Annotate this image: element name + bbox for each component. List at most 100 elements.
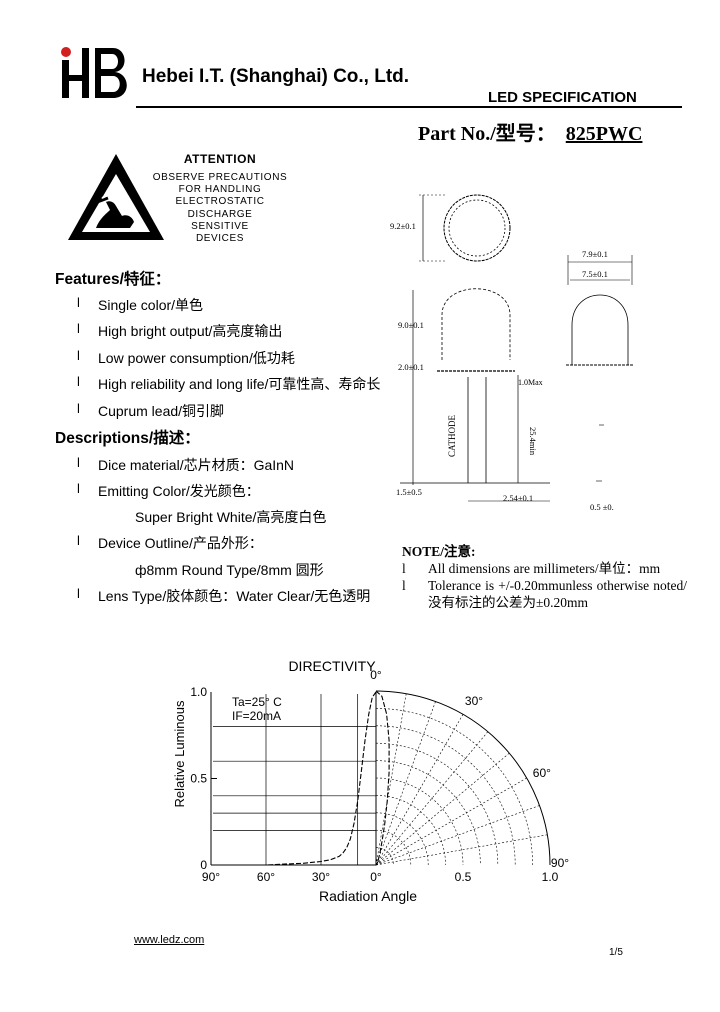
dim-lead-square: 0.5 ±0. xyxy=(590,502,614,512)
directivity-chart: DIRECTIVITY Relative Luminous Radiation … xyxy=(172,658,569,904)
dim-body-height: 9.0±0.1 xyxy=(398,320,424,330)
polar-spoke xyxy=(375,714,464,866)
x-tick-label: 1.0 xyxy=(542,870,559,884)
outline-drawing: 9.2±0.1 9.0±0.1 2.0±0.1 25.4min CATHODE … xyxy=(390,194,634,512)
esd-line: DISCHARGE xyxy=(187,208,253,220)
polar-angle-label: 60° xyxy=(533,766,551,780)
features-heading: Features/特征： xyxy=(55,271,171,288)
esd-line: OBSERVE PRECAUTIONS xyxy=(152,172,288,183)
bullet-mark: l xyxy=(77,348,80,363)
polar-angle-label: 0° xyxy=(370,668,382,682)
footer-url[interactable]: www.ledz.com xyxy=(134,934,205,946)
part-no-value: 825PWC xyxy=(565,123,643,145)
polar-spoke xyxy=(375,701,436,866)
feature-text: Low power consumption/低功耗 xyxy=(98,350,295,366)
x-tick-label: 90° xyxy=(202,870,220,884)
esd-line: DEVICES xyxy=(195,233,245,245)
chart-curves xyxy=(211,690,390,866)
bullet-mark: l xyxy=(77,533,80,548)
polar-angle-label: 30° xyxy=(465,694,483,708)
x-tick-label: 0° xyxy=(370,870,382,884)
part-number: Part No./型号： 825PWC xyxy=(418,117,642,146)
device-outline-value: ф8mm Round Type/8mm 圆形 xyxy=(135,562,324,578)
dim-flange: 2.0±0.1 xyxy=(398,362,424,372)
chart-grid xyxy=(210,692,377,866)
polar-ring xyxy=(375,777,464,866)
esd-precautions: OBSERVE PRECAUTIONS FOR HANDLING ELECTRO… xyxy=(148,172,292,245)
y-axis-label: Relative Luminous xyxy=(172,700,187,807)
dim-inner-width: 7.5±0.1 xyxy=(582,269,608,279)
polar-ring xyxy=(375,708,533,866)
header-divider xyxy=(136,106,682,108)
dim-lead-width: 1.5±0.5 xyxy=(396,487,422,497)
polar-ring xyxy=(375,760,481,866)
part-no-label: Part No./型号： xyxy=(418,123,556,145)
attention-heading: ATTENTION xyxy=(183,152,257,166)
esd-line: FOR HANDLING xyxy=(178,184,262,196)
dim-max: 1.0Max xyxy=(518,378,543,387)
annotation-ta: Ta=25° C xyxy=(232,695,282,709)
descriptions-heading: Descriptions/描述： xyxy=(55,430,200,447)
bullet-mark: l xyxy=(402,561,406,576)
x-tick-label: 60° xyxy=(257,870,275,884)
annotation-if: IF=20mA xyxy=(232,709,281,723)
polar-grid xyxy=(375,690,551,866)
bullet-mark: l xyxy=(77,481,80,496)
bullet-mark: l xyxy=(77,401,80,416)
dim-outer-width: 7.9±0.1 xyxy=(582,249,608,259)
bullet-mark: l xyxy=(77,374,80,389)
polar-spoke xyxy=(375,731,489,866)
polar-ring xyxy=(375,690,551,866)
emitting-color-label: Emitting Color/发光颜色： xyxy=(98,483,260,499)
note-title: NOTE/注意: xyxy=(402,544,476,559)
polar-spoke xyxy=(375,805,540,866)
page-number: 1/5 xyxy=(609,947,623,958)
esd-line: ELECTROSTATIC xyxy=(175,196,265,208)
polar-spoke xyxy=(375,752,510,866)
polar-spoke xyxy=(375,834,548,866)
note-item: l Tolerance is +/-0.20mmunless otherwise … xyxy=(402,577,687,611)
esd-warning-icon xyxy=(68,154,164,240)
y-tick-label: 0 xyxy=(200,858,207,872)
directivity-curve-cartesian xyxy=(211,691,377,866)
polar-ring xyxy=(375,847,394,866)
emitting-color-value: Super Bright White/高亮度白色 xyxy=(135,509,327,525)
polar-spoke xyxy=(375,693,407,866)
note-text: Tolerance is +/-0.20mmunless otherwise n… xyxy=(428,578,687,610)
company-logo xyxy=(61,47,127,98)
bullet-mark: l xyxy=(77,586,80,601)
feature-text: High bright output/高亮度输出 xyxy=(98,323,283,339)
spec-title: LED SPECIFICATION xyxy=(488,89,637,106)
y-tick-label: 1.0 xyxy=(190,685,207,699)
note-text: All dimensions are millimeters/单位：mm xyxy=(428,561,661,576)
logo-red-dot xyxy=(61,47,71,57)
x-tick-label: 0.5 xyxy=(455,870,472,884)
dice-material: Dice material/芯片材质：GaInN xyxy=(98,457,295,473)
esd-line: SENSITIVE xyxy=(191,220,249,232)
bullet-mark: l xyxy=(77,455,80,470)
directivity-curve-polar xyxy=(375,690,390,866)
bullet-mark: l xyxy=(402,578,406,593)
company-name: Hebei I.T. (Shanghai) Co., Ltd. xyxy=(142,66,410,87)
dim-lead-length: 25.4min xyxy=(528,427,538,456)
feature-text: High reliability and long life/可靠性高、寿命长 xyxy=(98,376,381,392)
x-axis-label: Radiation Angle xyxy=(319,888,417,904)
polar-ring xyxy=(375,725,516,866)
bullet-mark: l xyxy=(77,321,80,336)
cathode-label: CATHODE xyxy=(447,414,457,457)
polar-angle-label: 90° xyxy=(551,856,569,870)
note-item: l All dimensions are millimeters/单位：mm xyxy=(402,560,687,577)
chart-title: DIRECTIVITY xyxy=(288,658,376,674)
y-tick-label: 0.5 xyxy=(190,772,207,786)
dim-top-diameter: 9.2±0.1 xyxy=(390,221,416,231)
x-tick-label: 30° xyxy=(312,870,330,884)
polar-spoke xyxy=(375,777,527,866)
feature-text: Cuprum lead/铜引脚 xyxy=(98,403,225,419)
device-outline-label: Device Outline/产品外形： xyxy=(98,535,263,551)
notes: NOTE/注意: l All dimensions are millimeters… xyxy=(402,540,687,611)
polar-ring xyxy=(375,795,446,866)
bullet-mark: l xyxy=(77,295,80,310)
dim-pitch: 2.54±0.1 xyxy=(503,493,533,503)
polar-ring xyxy=(375,829,412,866)
